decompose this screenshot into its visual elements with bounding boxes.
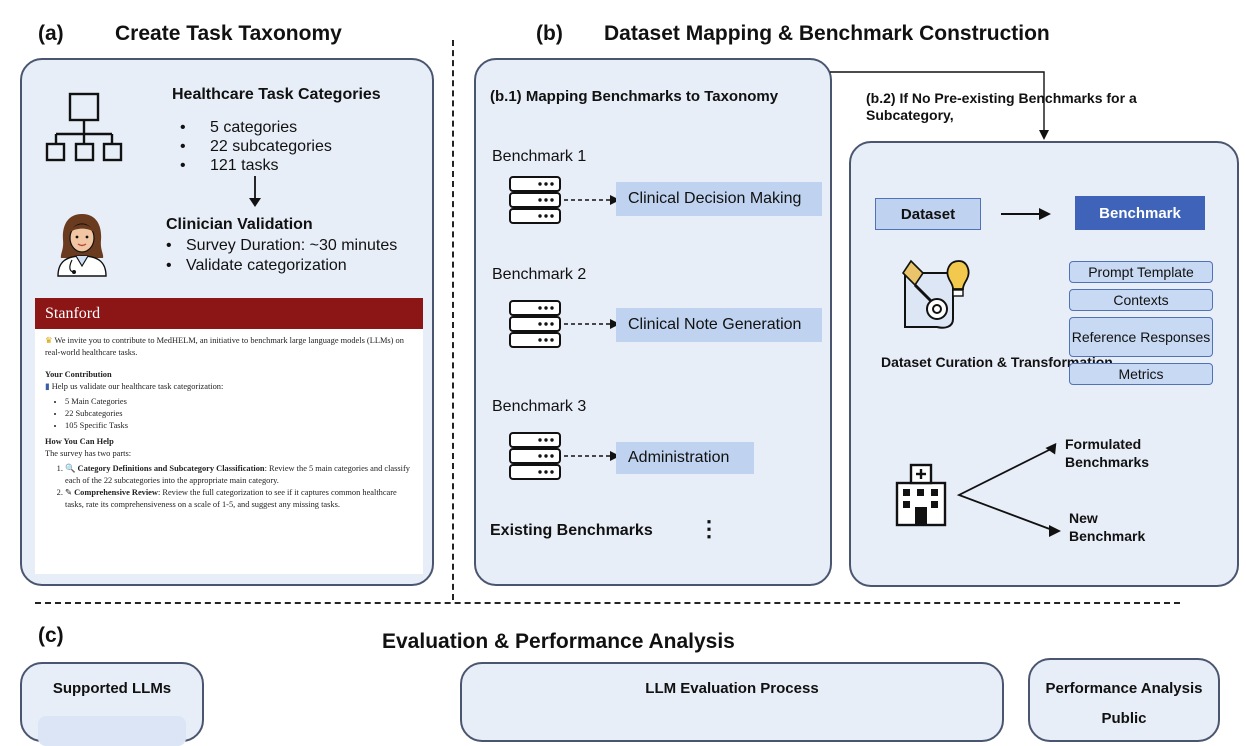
dataset-box: Dataset <box>875 198 981 230</box>
supported-llms-panel: Supported LLMs <box>20 662 204 746</box>
curation-label: Dataset Curation & Transformation <box>881 354 1113 370</box>
section-c-title: Evaluation & Performance Analysis <box>382 630 735 653</box>
step-text: : Review the 5 main categories and class… <box>65 464 410 485</box>
curation-icon <box>901 259 970 329</box>
more-ellipsis: ⋮ <box>698 516 720 541</box>
server-icon <box>509 300 620 348</box>
benchmark-box: Benchmark <box>1075 196 1205 230</box>
contribution-title: Your Contribution <box>45 370 112 379</box>
contribution-item: 5 Main Categories <box>65 396 413 408</box>
step-text: : Review the full categorization to see … <box>65 488 397 509</box>
server-icon <box>509 176 620 224</box>
section-c-label: (c) <box>38 624 64 647</box>
benchmark-label: Benchmark 2 <box>492 266 587 283</box>
contribution-item: 22 Subcategories <box>65 408 413 420</box>
formulated-benchmarks-label: Formulated Benchmarks <box>1065 436 1150 470</box>
benchmark-label: Benchmark 3 <box>492 398 587 415</box>
benchmark-label: Benchmark 1 <box>492 148 587 165</box>
vertical-divider <box>452 40 454 600</box>
survey-step: ✎ Comprehensive Review: Review the full … <box>65 487 413 511</box>
server-icon <box>509 432 620 480</box>
survey-screenshot: Stanford ♛ We invite you to contribute t… <box>35 298 423 574</box>
taxonomy-target: Clinical Note Generation <box>616 308 822 342</box>
connector-arrow <box>830 71 1049 140</box>
taxonomy-target: Clinical Decision Making <box>616 182 822 216</box>
validation-list: Survey Duration: ~30 minutes Validate ca… <box>164 236 397 276</box>
mapping-panel: (b.1) Mapping Benchmarks to Taxonomy Ben… <box>474 58 832 586</box>
clinician-icon <box>57 214 107 277</box>
section-a-title: Create Task Taxonomy <box>115 22 342 45</box>
contexts-box: Contexts <box>1069 289 1213 311</box>
performance-analysis-sub: Public <box>1101 710 1147 727</box>
down-arrow-icon <box>249 176 261 207</box>
hospital-icon <box>895 463 947 527</box>
horizontal-divider <box>35 602 1180 604</box>
trophy-icon: ♛ <box>45 336 53 345</box>
validate-categorization: Validate categorization <box>164 256 397 276</box>
taxonomy-target: Administration <box>616 442 754 474</box>
section-a-label: (a) <box>38 22 64 45</box>
category-count: 5 categories <box>178 118 332 137</box>
help-title: How You Can Help <box>45 437 114 446</box>
subcategory-count: 22 subcategories <box>178 137 332 156</box>
taxonomy-panel: Healthcare Task Categories 5 categories … <box>20 58 434 586</box>
b2-title: (b.2) If No Pre-existing Benchmarks for … <box>866 90 1137 123</box>
evaluation-process-panel: LLM Evaluation Process <box>460 662 1004 742</box>
evaluation-process-title: LLM Evaluation Process <box>645 680 819 697</box>
help-text: The survey has two parts: <box>45 449 132 458</box>
pencil-icon: ✎ <box>65 488 73 497</box>
existing-benchmarks-label: Existing Benchmarks <box>490 522 653 539</box>
survey-step: 🔍 Category Definitions and Subcategory C… <box>65 463 413 487</box>
performance-analysis-title: Performance Analysis <box>1045 680 1203 697</box>
categories-title: Healthcare Task Categories <box>172 86 381 103</box>
prompt-template-box: Prompt Template <box>1069 261 1213 283</box>
section-b-title: Dataset Mapping & Benchmark Construction <box>604 22 1050 45</box>
validation-title: Clinician Validation <box>166 216 313 233</box>
hierarchy-icon <box>45 92 123 162</box>
survey-intro: We invite you to contribute to MedHELM, … <box>45 336 404 357</box>
chart-icon: ▮ <box>45 382 50 391</box>
performance-analysis-panel: Performance Analysis Public <box>1028 658 1220 742</box>
step-title: Comprehensive Review <box>74 488 158 497</box>
task-count: 121 tasks <box>178 156 332 175</box>
mapping-title: (b.1) Mapping Benchmarks to Taxonomy <box>490 88 779 105</box>
metrics-box: Metrics <box>1069 363 1213 385</box>
supported-llms-title: Supported LLMs <box>52 680 172 697</box>
contribution-item: 105 Specific Tasks <box>65 420 413 432</box>
llm-list-item <box>38 716 186 746</box>
construction-panel: Dataset Benchmark Dataset Curation & Tra… <box>849 141 1239 587</box>
magnifier-icon: 🔍 <box>65 464 76 473</box>
right-arrow-icon <box>1001 208 1051 220</box>
contribution-text: Help us validate our healthcare task cat… <box>51 382 224 391</box>
categories-list: 5 categories 22 subcategories 121 tasks <box>178 118 332 175</box>
branch-arrows <box>956 443 1061 537</box>
new-benchmark-label: New Benchmark <box>1069 510 1146 544</box>
section-b-label: (b) <box>536 22 563 45</box>
survey-duration: Survey Duration: ~30 minutes <box>164 236 397 256</box>
reference-responses-box: Reference Responses <box>1069 317 1213 357</box>
stanford-header: Stanford <box>35 298 423 329</box>
step-title: Category Definitions and Subcategory Cla… <box>77 464 265 473</box>
